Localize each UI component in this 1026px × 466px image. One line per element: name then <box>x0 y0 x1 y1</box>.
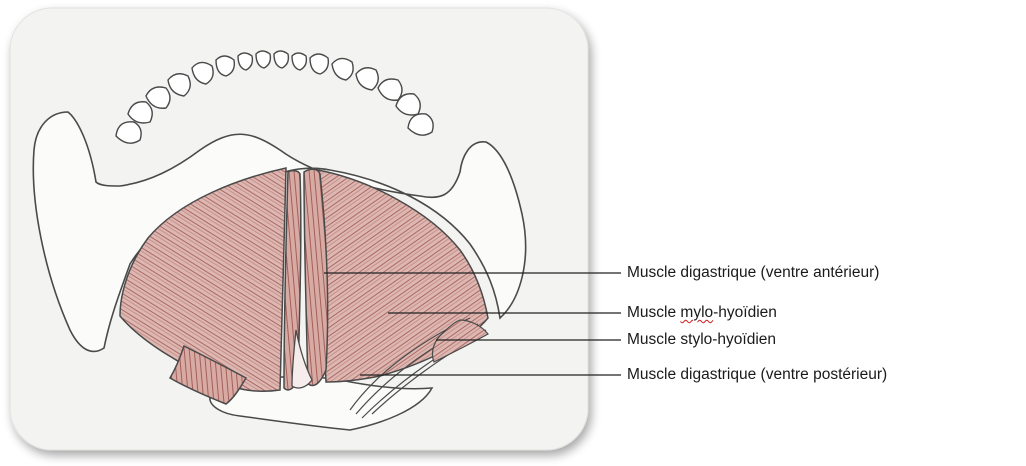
label-digastric-anterior: Muscle digastrique (ventre antérieur) <box>627 263 879 283</box>
spellcheck-flagged-word: mylo <box>680 304 713 321</box>
label-mylohyoid-prefix: Muscle <box>627 304 680 321</box>
label-stylohyoid: Muscle stylo-hyoïdien <box>627 330 776 350</box>
label-mylohyoid-suffix: -hyoïdien <box>713 304 777 321</box>
label-mylohyoid: Muscle mylo-hyoïdien <box>627 303 777 323</box>
label-digastric-posterior: Muscle digastrique (ventre postérieur) <box>627 365 887 385</box>
